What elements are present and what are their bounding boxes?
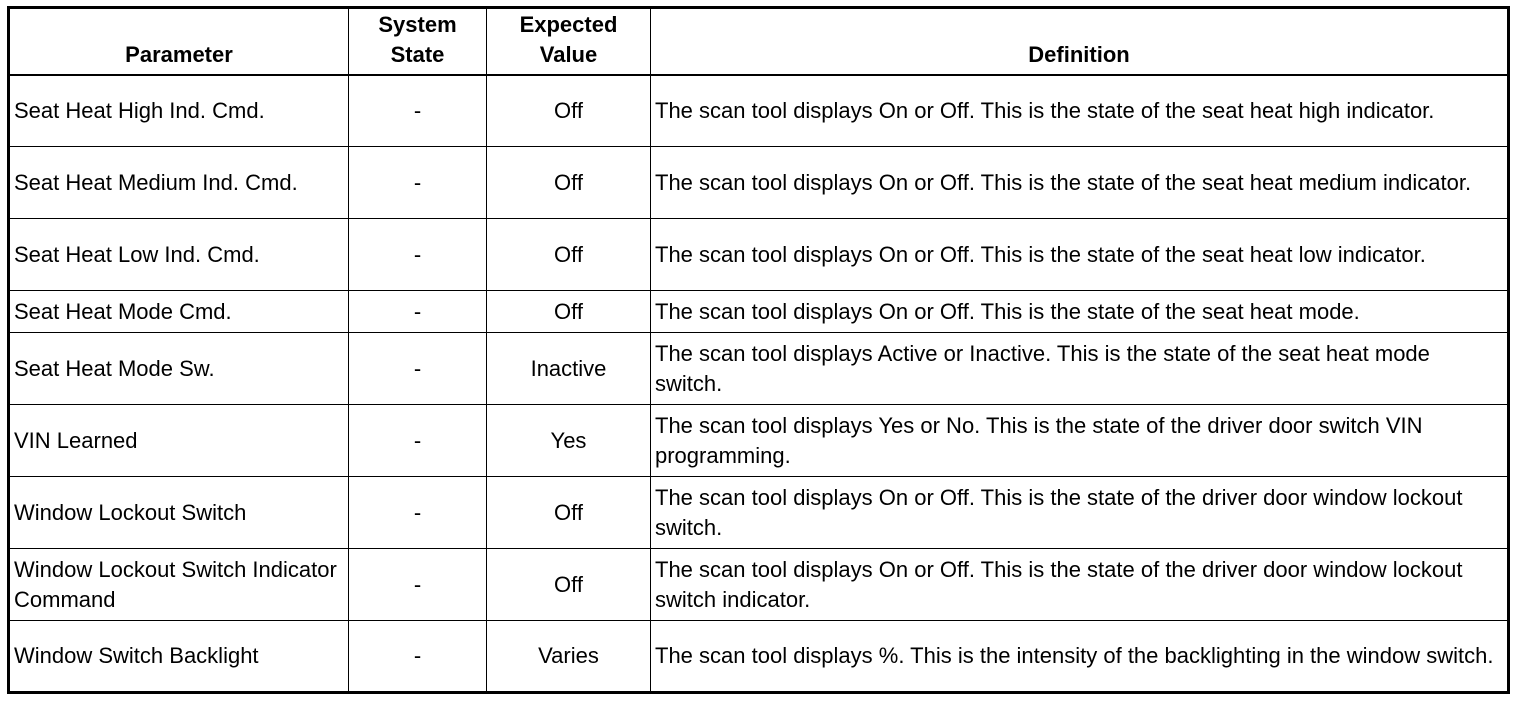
cell-expected-value: Inactive [486,332,651,405]
cell-definition: The scan tool displays On or Off. This i… [650,218,1509,291]
cell-definition: The scan tool displays On or Off. This i… [650,476,1509,549]
cell-expected-value: Off [486,290,651,333]
cell-definition: The scan tool displays %. This is the in… [650,620,1509,693]
cell-system-state: - [348,290,487,333]
header-definition: Definition [650,7,1509,76]
header-parameter: Parameter [8,7,349,76]
cell-system-state: - [348,146,487,219]
cell-expected-value: Yes [486,404,651,477]
cell-parameter: Seat Heat Mode Sw. [8,332,349,405]
header-system-state: System State [348,7,487,76]
cell-definition: The scan tool displays Active or Inactiv… [650,332,1509,405]
table-row: Seat Heat High Ind. Cmd. - Off The scan … [8,74,1509,147]
cell-system-state: - [348,332,487,405]
table-row: Seat Heat Mode Sw. - Inactive The scan t… [8,332,1509,405]
cell-parameter: Window Lockout Switch [8,476,349,549]
table-row: Window Lockout Switch Indicator Command … [8,548,1509,621]
cell-parameter: VIN Learned [8,404,349,477]
table-row: Seat Heat Low Ind. Cmd. - Off The scan t… [8,218,1509,291]
parameter-table: Parameter System State Expected Value De… [7,6,1510,694]
cell-parameter: Seat Heat Low Ind. Cmd. [8,218,349,291]
table-row: Window Switch Backlight - Varies The sca… [8,620,1509,693]
cell-parameter: Seat Heat Medium Ind. Cmd. [8,146,349,219]
cell-expected-value: Varies [486,620,651,693]
cell-definition: The scan tool displays On or Off. This i… [650,74,1509,147]
cell-system-state: - [348,548,487,621]
cell-expected-value: Off [486,548,651,621]
cell-system-state: - [348,620,487,693]
cell-expected-value: Off [486,74,651,147]
cell-system-state: - [348,476,487,549]
cell-definition: The scan tool displays On or Off. This i… [650,548,1509,621]
cell-definition: The scan tool displays On or Off. This i… [650,146,1509,219]
cell-system-state: - [348,74,487,147]
header-row: Parameter System State Expected Value De… [8,7,1509,76]
cell-expected-value: Off [486,476,651,549]
table-row: Window Lockout Switch - Off The scan too… [8,476,1509,549]
cell-definition: The scan tool displays On or Off. This i… [650,290,1509,333]
table-row: VIN Learned - Yes The scan tool displays… [8,404,1509,477]
header-expected-value: Expected Value [486,7,651,76]
table-row: Seat Heat Medium Ind. Cmd. - Off The sca… [8,146,1509,219]
cell-parameter: Seat Heat High Ind. Cmd. [8,74,349,147]
table-row: Seat Heat Mode Cmd. - Off The scan tool … [8,290,1509,333]
cell-system-state: - [348,218,487,291]
cell-expected-value: Off [486,146,651,219]
cell-system-state: - [348,404,487,477]
cell-definition: The scan tool displays Yes or No. This i… [650,404,1509,477]
cell-parameter: Window Lockout Switch Indicator Command [8,548,349,621]
cell-parameter: Window Switch Backlight [8,620,349,693]
cell-parameter: Seat Heat Mode Cmd. [8,290,349,333]
cell-expected-value: Off [486,218,651,291]
